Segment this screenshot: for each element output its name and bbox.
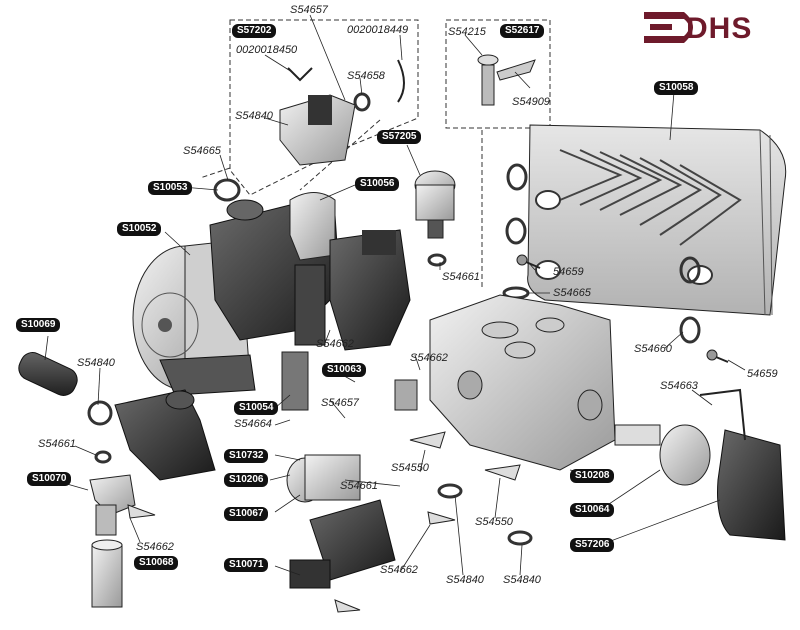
label-s54550-a: S54550 — [391, 462, 429, 474]
diverter-actuator — [614, 388, 786, 541]
part-tag-s10052: S10052 — [117, 222, 162, 236]
part-tag-s10058: S10058 — [654, 81, 699, 95]
label-s54909: S54909 — [512, 96, 550, 108]
part-tag-s57205: S57205 — [377, 130, 422, 144]
plate-heat-exchanger — [527, 124, 787, 316]
leader-lines — [44, 14, 746, 576]
brand-logo-text: DHS — [686, 12, 753, 45]
label-s54662-mid: S54662 — [316, 338, 354, 350]
drain-valve — [289, 499, 396, 589]
flow-sensor — [286, 454, 361, 503]
label-s54215: S54215 — [448, 26, 486, 38]
part-tag-s10067: S10067 — [224, 507, 269, 521]
label-s54661-mid: S54661 — [442, 271, 480, 283]
label-s54661-low: S54661 — [340, 480, 378, 492]
label-s54661-left: S54661 — [38, 438, 76, 450]
screws — [281, 254, 729, 411]
valve-head-top — [279, 59, 405, 166]
label-s54660: S54660 — [634, 343, 672, 355]
diverter-body — [329, 229, 411, 351]
part-tag-s10071: S10071 — [224, 558, 269, 572]
label-s54657-top: S54657 — [290, 4, 328, 16]
label-s54662-left: S54662 — [136, 541, 174, 553]
part-tag-s10206: S10206 — [224, 473, 269, 487]
label-54659-a: 54659 — [553, 266, 584, 278]
sleeve-cylinder — [91, 539, 123, 608]
part-tag-s10070: S10070 — [27, 472, 72, 486]
label-s54665-right: S54665 — [553, 287, 591, 299]
part-tag-s10208: S10208 — [570, 469, 615, 483]
label-s54663: S54663 — [660, 380, 698, 392]
label-s54840-bottom-2: S54840 — [503, 574, 541, 586]
label-s54550-b: S54550 — [475, 516, 513, 528]
clips — [127, 431, 521, 613]
safety-valve-small — [477, 54, 536, 106]
part-tag-s10054: S10054 — [234, 401, 279, 415]
hydraulic-block — [429, 294, 616, 471]
label-s54662-low: S54662 — [380, 564, 418, 576]
label-s54665-left: S54665 — [183, 145, 221, 157]
dhs-logo — [644, 12, 693, 43]
part-tag-s57202: S57202 — [232, 24, 277, 38]
label-s54662-b: S54662 — [410, 352, 448, 364]
label-54659-b: 54659 — [747, 368, 778, 380]
part-tag-s10068: S10068 — [134, 556, 179, 570]
left-valve-body — [114, 389, 216, 481]
part-tag-s10056: S10056 — [355, 177, 400, 191]
o-rings-exchanger — [87, 92, 701, 546]
part-tag-s10732: S10732 — [224, 449, 269, 463]
label-0020018449: 0020018449 — [347, 24, 409, 36]
part-tag-s10064: S10064 — [570, 503, 615, 517]
label-s54840-left: S54840 — [77, 357, 115, 369]
part-tag-s57206: S57206 — [570, 538, 615, 552]
label-0020018450: 0020018450 — [236, 44, 298, 56]
label-s54840-bottom-1: S54840 — [446, 574, 484, 586]
part-tag-s52617: S52617 — [500, 24, 545, 38]
label-s54840-top: S54840 — [235, 110, 273, 122]
part-tag-s10053: S10053 — [148, 181, 193, 195]
pump-housing — [159, 192, 341, 396]
label-s54658: S54658 — [347, 70, 385, 82]
label-s54664: S54664 — [234, 418, 272, 430]
air-vent — [414, 170, 456, 239]
filter-cartridge — [18, 352, 78, 396]
label-s54657-low: S54657 — [321, 397, 359, 409]
part-tag-s10069: S10069 — [16, 318, 61, 332]
filling-tap — [89, 474, 136, 536]
part-tag-s10063: S10063 — [322, 363, 367, 377]
